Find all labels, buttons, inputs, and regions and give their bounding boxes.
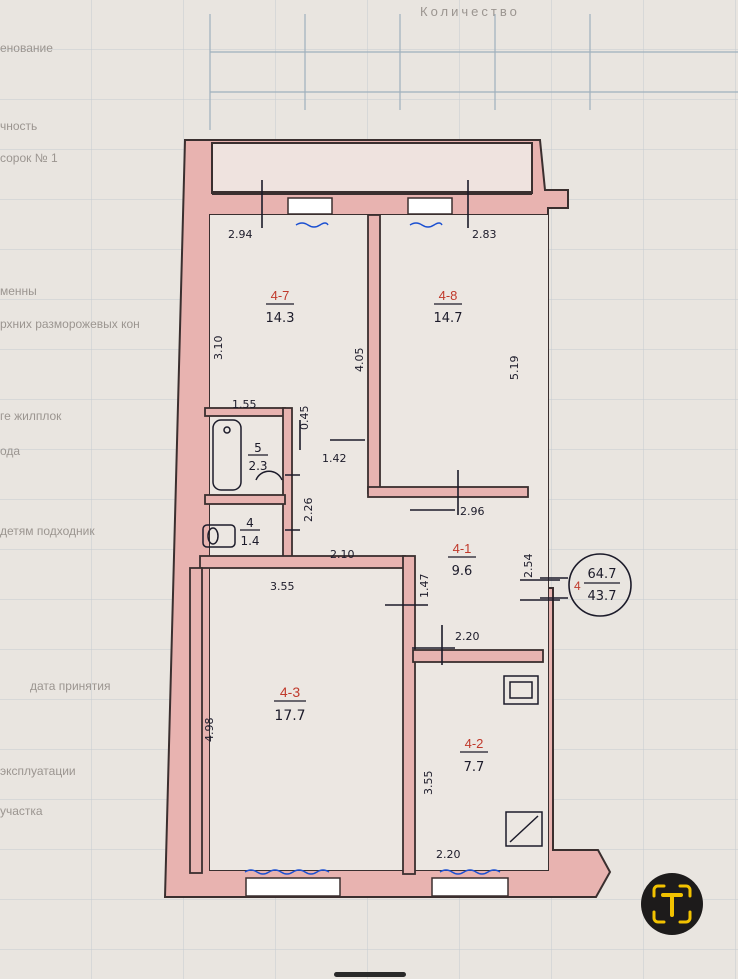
dimension-label: 1.55: [232, 398, 257, 411]
room-id: 5: [254, 441, 262, 455]
total-area: 64.7: [588, 567, 617, 582]
dimension-label: 2.94: [228, 228, 253, 241]
room-area: 17.7: [274, 708, 305, 724]
form-row-label: дата принятия: [30, 679, 110, 693]
dimension-label: 2.20: [436, 848, 461, 861]
room-area: 9.6: [452, 564, 473, 579]
room-id: 4-3: [280, 684, 300, 700]
dimension-label: 3.10: [212, 336, 225, 361]
toilet-icon: [202, 524, 236, 548]
dimension-label: 3.55: [270, 580, 295, 593]
living-area: 43.7: [588, 589, 617, 604]
dimension-label: 4.98: [203, 718, 216, 743]
dimension-labels: 2.94 2.83 3.10 4.05 5.19 1.55 0.45 1.42 …: [203, 228, 535, 861]
room-area: 7.7: [464, 760, 485, 775]
total-area-callout: 4 64.7 43.7: [540, 553, 632, 617]
text-recognition-button[interactable]: [641, 873, 703, 935]
dimension-label: 2.10: [330, 548, 355, 561]
dimension-label: 2.96: [460, 505, 485, 518]
form-row-label: ода: [0, 444, 20, 458]
room-id: 4-7: [271, 288, 290, 303]
total-marker: 4: [574, 579, 581, 593]
room-area: 14.3: [266, 311, 295, 326]
form-row-label: сорок № 1: [0, 151, 58, 165]
room-area: 1.4: [240, 534, 259, 548]
dimension-label: 2.54: [522, 554, 535, 579]
dimension-label: 0.45: [298, 406, 311, 431]
room-label: 4-7 14.3: [266, 288, 295, 326]
room-area: 2.3: [248, 459, 267, 473]
dimension-label: 3.55: [422, 771, 435, 796]
form-row-label: эксплуатации: [0, 764, 76, 778]
form-row-labels: енование чность сорок № 1 менны рхних ра…: [0, 41, 140, 818]
form-table-lines: [209, 14, 738, 130]
room-label: 4-8 14.7: [434, 288, 463, 326]
home-indicator[interactable]: [334, 972, 406, 977]
dimension-ticks: [261, 180, 560, 665]
room-label: 4-1 9.6: [448, 541, 476, 579]
dimension-label: 1.47: [418, 574, 431, 599]
interior-walls: [189, 214, 544, 875]
room-label: 4-3 17.7: [274, 684, 306, 724]
form-row-label: рхних разморожевых кон: [0, 317, 140, 331]
room-area: 14.7: [434, 311, 463, 326]
kitchen-sink-icon: [503, 675, 539, 705]
dimension-label: 1.42: [322, 452, 347, 465]
window-icon: [245, 197, 509, 897]
form-row-label: менны: [0, 284, 37, 298]
balcony: [211, 142, 533, 194]
sink-icon: [255, 470, 283, 481]
form-row-label: ге жилплок: [0, 409, 62, 423]
dimension-label: 2.20: [455, 630, 480, 643]
stove-icon: [505, 811, 543, 847]
bathtub-icon: [212, 419, 242, 491]
form-column-header: Количество: [420, 4, 520, 19]
room-id: 4: [246, 516, 254, 530]
dimension-label: 2.26: [302, 498, 315, 523]
dimension-label: 2.83: [472, 228, 497, 241]
form-row-label: енование: [0, 41, 53, 55]
window-marks: [244, 222, 501, 875]
dimension-label: 5.19: [508, 356, 521, 381]
text-scan-icon: [652, 884, 692, 924]
room-id: 4-8: [439, 288, 458, 303]
room-id: 4-2: [465, 736, 484, 751]
form-row-label: чность: [0, 119, 37, 133]
room-label: 5 2.3: [248, 441, 268, 473]
room-label: 4 1.4: [240, 516, 260, 548]
form-row-label: детям подходник: [0, 524, 95, 538]
room-label: 4-2 7.7: [460, 736, 488, 775]
room-id: 4-1: [453, 541, 472, 556]
form-row-label: участка: [0, 804, 43, 818]
dimension-label: 4.05: [353, 348, 366, 373]
